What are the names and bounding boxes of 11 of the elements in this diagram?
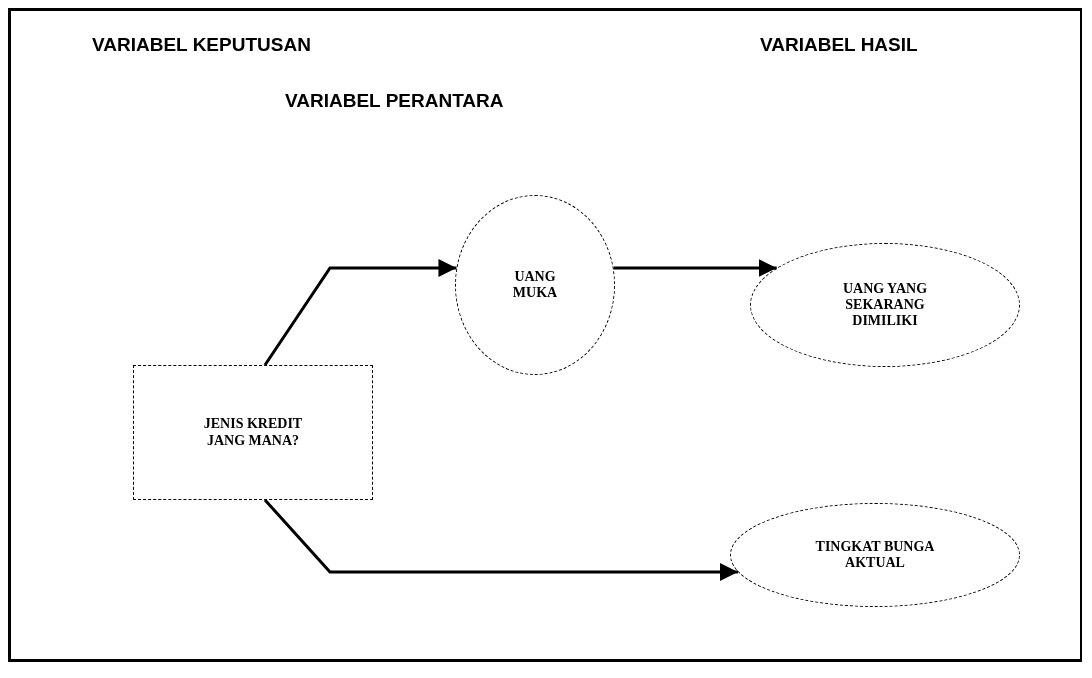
arrow (263, 499, 738, 581)
column-heading: VARIABEL KEPUTUSAN (92, 34, 311, 56)
arrow (613, 259, 777, 277)
node-label: UANG YANG SEKARANG DIMILIKI (841, 280, 929, 330)
arrow (263, 259, 457, 366)
decision-box (133, 365, 373, 500)
column-heading: VARIABEL PERANTARA (285, 90, 504, 112)
node-label: JENIS KREDIT JANG MANA? (202, 416, 304, 449)
column-heading: VARIABEL HASIL (760, 34, 918, 56)
node-label: TINGKAT BUNGA AKTUAL (814, 538, 936, 572)
node-label: UANG MUKA (511, 268, 559, 302)
